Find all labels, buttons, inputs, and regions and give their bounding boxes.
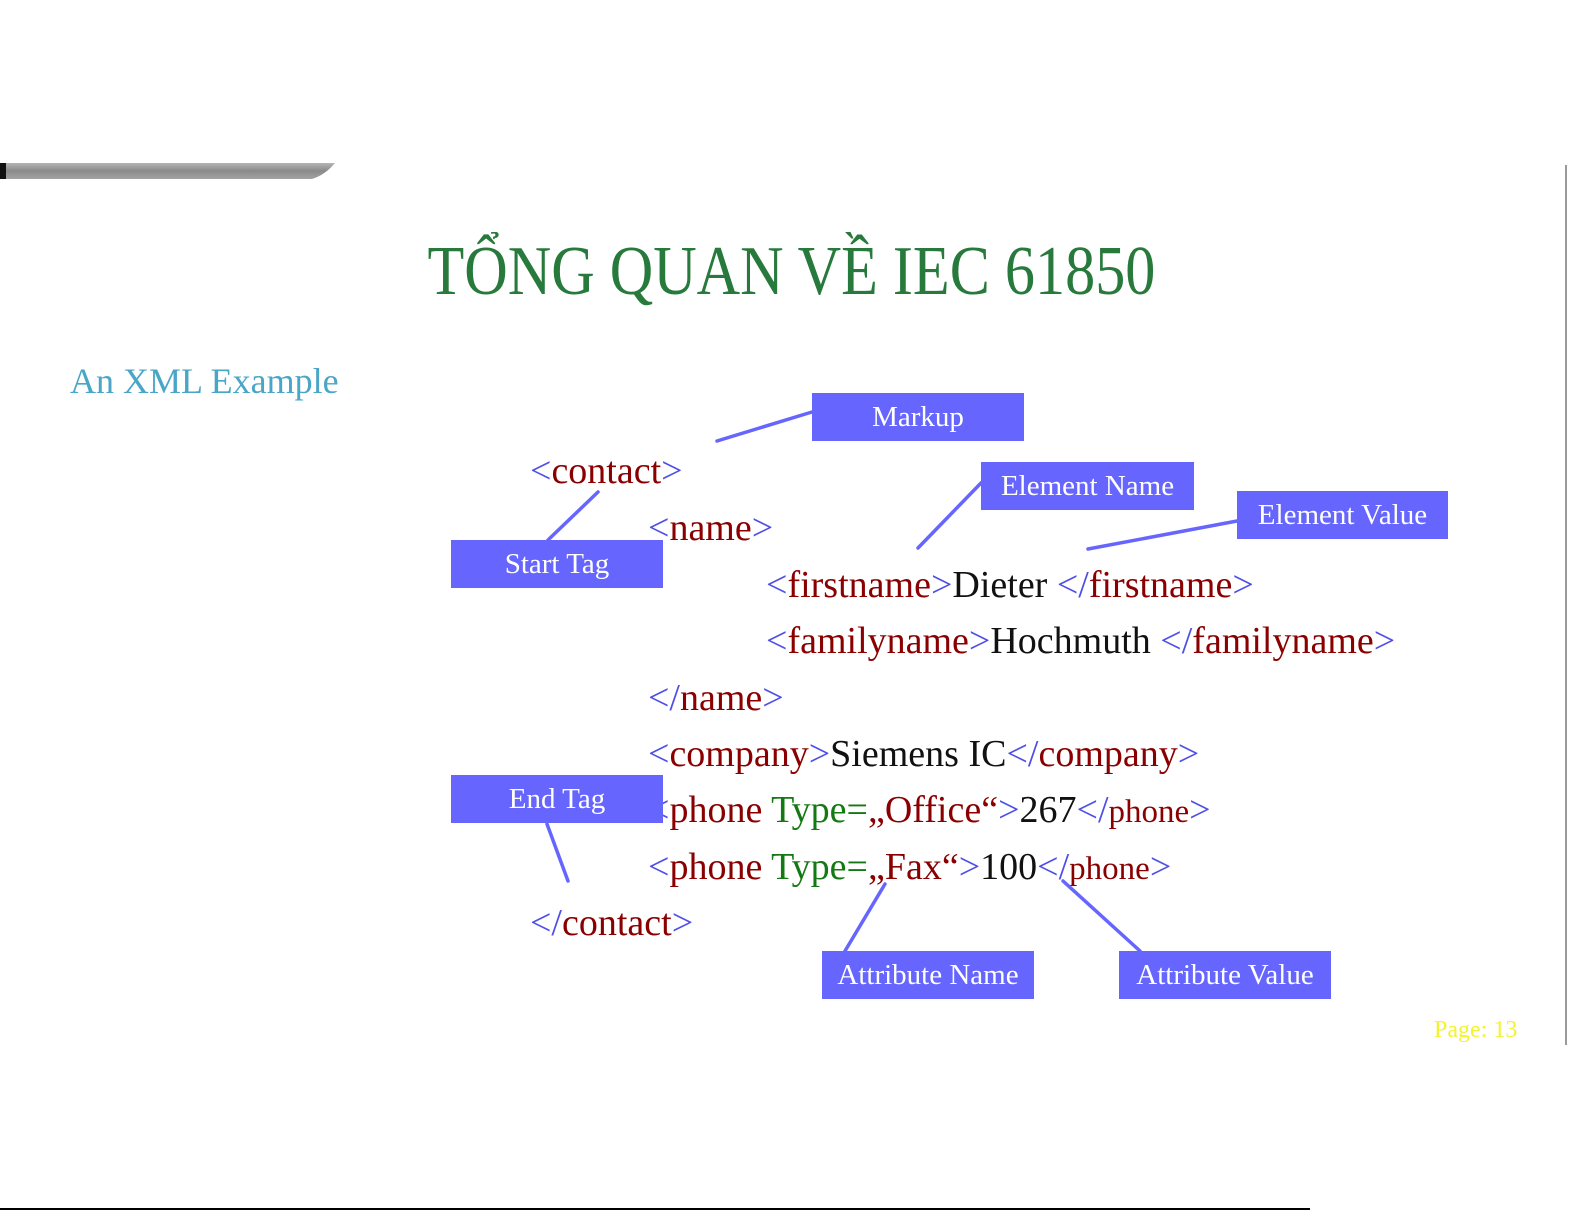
- element-value: Dieter: [952, 564, 1057, 606]
- bracket: </: [1056, 564, 1089, 606]
- bracket: <: [648, 846, 670, 888]
- bracket: >: [661, 450, 683, 492]
- bracket: >: [751, 507, 774, 549]
- connector-attribute-name: [843, 882, 887, 953]
- bracket: >: [808, 733, 831, 775]
- element-name: familyname: [1192, 620, 1374, 662]
- xml-line-contact-open: <contact>: [530, 448, 683, 494]
- xml-line-company: <company>Siemens IC</company>: [648, 731, 1199, 777]
- element-name: company: [669, 733, 809, 775]
- connector-start-tag: [546, 490, 600, 542]
- slide-subtitle: An XML Example: [70, 361, 339, 401]
- attribute-name: Type=: [762, 846, 868, 888]
- label-start-tag: Start Tag: [451, 540, 663, 588]
- xml-line-name-close: </name>: [648, 675, 784, 721]
- label-attribute-value: Attribute Value: [1119, 951, 1331, 999]
- page-number: Page: 13: [1434, 1017, 1518, 1043]
- label-markup: Markup: [812, 393, 1024, 441]
- xml-line-phone-fax: <phone Type=„Fax“>100</phone>: [648, 844, 1171, 892]
- bracket: <: [648, 733, 670, 775]
- xml-line-phone-office: <phone Type=„Office“>267</phone>: [648, 787, 1211, 835]
- bracket: >: [671, 902, 694, 944]
- connector-element-value: [1086, 519, 1239, 551]
- element-name: contact: [551, 450, 662, 492]
- bracket: >: [998, 789, 1020, 831]
- element-name: firstname: [787, 564, 931, 606]
- bracket: <: [530, 450, 552, 492]
- element-value: Hochmuth: [990, 620, 1161, 662]
- element-name: company: [1038, 733, 1178, 775]
- right-border-line: [1565, 165, 1567, 1045]
- top-decorative-bar: [0, 163, 335, 179]
- element-name: phone: [669, 846, 763, 888]
- xml-line-name-open: <name>: [648, 505, 773, 551]
- bracket: >: [1232, 564, 1254, 606]
- element-name: phone: [1069, 851, 1150, 887]
- element-value: 267: [1019, 789, 1077, 831]
- bracket: <: [766, 620, 788, 662]
- attribute-value: „Office“: [867, 789, 999, 831]
- bracket: >: [958, 846, 981, 888]
- label-element-value: Element Value: [1237, 491, 1448, 539]
- connector-attribute-value: [1061, 879, 1142, 953]
- bracket: <: [766, 564, 788, 606]
- bracket: </: [1160, 620, 1193, 662]
- attribute-name: Type=: [762, 789, 868, 831]
- bracket: </: [1006, 733, 1039, 775]
- element-name: firstname: [1088, 564, 1233, 606]
- bracket: >: [1189, 789, 1211, 831]
- bracket: </: [648, 677, 680, 719]
- connector-markup: [715, 410, 814, 443]
- bracket: >: [1373, 620, 1396, 662]
- label-attribute-name: Attribute Name: [822, 951, 1034, 999]
- label-end-tag: End Tag: [451, 775, 663, 823]
- bottom-border-line: [0, 1208, 1310, 1210]
- bracket: >: [1149, 846, 1172, 888]
- connector-element-name: [916, 481, 983, 550]
- bracket: >: [1177, 733, 1200, 775]
- element-name: name: [680, 677, 763, 719]
- xml-line-firstname: <firstname>Dieter </firstname>: [766, 562, 1254, 608]
- element-name: name: [669, 507, 752, 549]
- bracket: </: [1076, 789, 1109, 831]
- element-name: phone: [669, 789, 763, 831]
- attribute-value: „Fax“: [867, 846, 959, 888]
- bracket: </: [530, 902, 562, 944]
- bracket: <: [648, 507, 670, 549]
- bracket: >: [930, 564, 953, 606]
- xml-line-familyname: <familyname>Hochmuth </familyname>: [766, 618, 1395, 664]
- element-name: phone: [1108, 794, 1190, 830]
- element-value: 100: [980, 846, 1038, 888]
- label-element-name: Element Name: [981, 462, 1194, 510]
- element-name: contact: [562, 902, 672, 944]
- connector-end-tag: [545, 822, 570, 883]
- bracket: >: [762, 677, 784, 719]
- element-name: familyname: [787, 620, 969, 662]
- slide-title: TỔNG QUAN VỀ IEC 61850: [427, 233, 1156, 310]
- element-value: Siemens IC: [830, 733, 1007, 775]
- xml-line-contact-close: </contact>: [530, 900, 693, 946]
- bracket: >: [968, 620, 991, 662]
